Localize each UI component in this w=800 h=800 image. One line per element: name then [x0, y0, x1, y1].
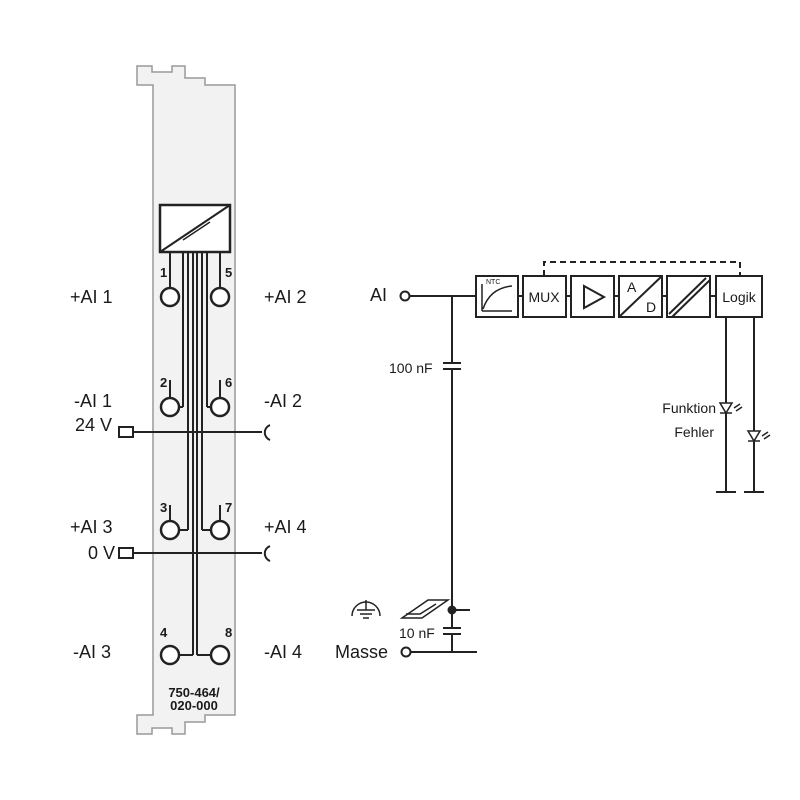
terminal-clamps — [159, 286, 231, 666]
label-masse: Masse — [335, 642, 388, 662]
label-ai3-plus: +AI 3 — [70, 517, 113, 537]
logic-block — [715, 275, 763, 318]
dc-dc-converter-icon — [158, 203, 232, 254]
label-led-fehler: Fehler — [674, 424, 714, 440]
part-number-line1: 750-464/ — [168, 685, 220, 700]
terminal-number-6: 6 — [225, 375, 232, 390]
label-ad-a: A — [627, 279, 637, 295]
label-logik: Logik — [722, 289, 756, 305]
label-cap-100nf: 100 nF — [389, 360, 433, 376]
label-ntc: NTC — [486, 279, 500, 286]
ntc-block — [475, 275, 519, 318]
label-24v: 24 V — [75, 415, 112, 435]
label-ai-input: AI — [370, 285, 387, 305]
part-number-line2: 020-000 — [170, 698, 218, 713]
label-ad-d: D — [646, 299, 656, 315]
label-mux: MUX — [528, 289, 560, 305]
mux-block — [522, 275, 567, 318]
led-error-icon — [746, 430, 771, 443]
label-ai1-plus: +AI 1 — [70, 287, 113, 307]
label-ai3-minus: -AI 3 — [73, 642, 111, 662]
internal-wiring — [133, 252, 271, 656]
label-ai1-minus: -AI 1 — [74, 391, 112, 411]
ground-symbol-icon — [351, 600, 381, 619]
label-ai2-minus: -AI 2 — [264, 391, 302, 411]
din-rail-icon — [399, 599, 451, 619]
amplifier-block — [570, 275, 615, 318]
label-ai2-plus: +AI 2 — [264, 287, 307, 307]
terminal-number-2: 2 — [160, 375, 167, 390]
label-ai4-minus: -AI 4 — [264, 642, 302, 662]
terminal-0v — [118, 547, 134, 559]
terminal-number-8: 8 — [225, 625, 232, 640]
terminal-number-3: 3 — [160, 500, 167, 515]
terminal-24v — [118, 426, 134, 438]
label-0v: 0 V — [88, 543, 115, 563]
junction-dot — [447, 605, 457, 615]
led-function-icon — [718, 402, 743, 415]
schematic-wiring — [399, 261, 764, 658]
label-ai4-plus: +AI 4 — [264, 517, 307, 537]
terminal-number-1: 1 — [160, 265, 167, 280]
label-led-funktion: Funktion — [662, 400, 716, 416]
label-cap-10nf: 10 nF — [399, 625, 435, 641]
terminal-number-5: 5 — [225, 265, 232, 280]
terminal-number-7: 7 — [225, 500, 232, 515]
isolation-block — [666, 275, 711, 318]
terminal-number-4: 4 — [160, 625, 168, 640]
ad-converter-block — [618, 275, 663, 318]
